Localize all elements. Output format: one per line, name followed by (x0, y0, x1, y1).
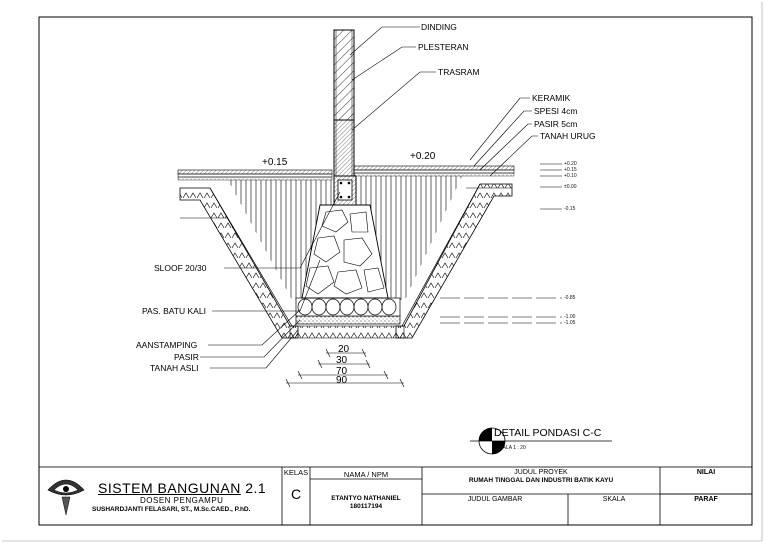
detail-title: DETAIL PONDASI C-C (494, 427, 602, 439)
lecturer-heading: DOSEN PENGAMPU (140, 496, 224, 505)
label-sloof: SLOOF 20/30 (154, 263, 207, 273)
name-heading: NAMA / NPM (343, 470, 389, 479)
detail-scale: SKALA 1 : 20 (496, 445, 526, 451)
excavation-inner-left (209, 187, 293, 327)
scale-heading: SKALA (602, 496, 626, 503)
label-keramik: KERAMIK (532, 93, 571, 103)
label-plesteran: PLESTERAN (418, 42, 469, 52)
ground-right (353, 165, 515, 177)
project-name: RUMAH TINGGAL DAN INDUSTRI BATIK KAYU (468, 477, 614, 484)
level-mark-m015: -0.15 (564, 206, 576, 212)
project-heading: JUDUL PROYEK (514, 469, 568, 476)
level-mark-010: +0.10 (564, 173, 577, 179)
grade-heading: NILAI (696, 469, 716, 476)
title-block (38, 466, 753, 526)
sign-heading: PARAF (694, 496, 718, 503)
level-mark-m085: -0.85 (564, 295, 576, 301)
label-pasir: PASIR (174, 352, 199, 362)
pasir-layer (295, 315, 401, 325)
level-mark-020: +0.20 (564, 161, 577, 167)
level-right-floor: +0.20 (410, 151, 436, 162)
aanstamping-layer (295, 297, 401, 317)
detail-marker (470, 427, 612, 455)
level-mark-m105: -1.05 (564, 320, 576, 326)
course-title: SISTEM BANGUNAN 2.1 (98, 480, 266, 496)
tanah-asli-bottom (289, 325, 405, 339)
dim-30: 30 (336, 355, 348, 366)
class-value: C (290, 486, 302, 502)
dim-90: 90 (336, 375, 348, 386)
lecturer-name: SUSHARDJANTI FELASARI, ST., M.Sc.CAED., … (92, 506, 251, 513)
level-marks (440, 163, 562, 324)
label-tanah-urug: TANAH URUG (540, 131, 596, 141)
drawing-heading: JUDUL GAMBAR (467, 496, 523, 503)
label-batu-kali: PAS. BATU KALI (142, 306, 206, 316)
leader-lines (200, 26, 538, 369)
label-trasram: TRASRAM (438, 67, 480, 77)
level-mark-015: +0.15 (564, 167, 577, 173)
class-heading: KELAS (283, 468, 309, 477)
course-name: SISTEM BANGUNAN (98, 480, 241, 496)
label-tanah-asli: TANAH ASLI (150, 363, 199, 373)
label-dinding: DINDING (421, 22, 457, 32)
label-pasir-5cm: PASIR 5cm (534, 119, 578, 129)
dimension-lines (285, 348, 405, 388)
ground-left (177, 169, 333, 181)
label-aanstamping: AANSTAMPING (136, 340, 198, 350)
student-name: ETANTYO NATHANIEL (331, 495, 401, 502)
level-mark-000: ±0.00 (564, 184, 577, 190)
level-left-floor: +0.15 (262, 157, 288, 168)
dinding (333, 29, 355, 177)
label-spesi: SPESI 4cm (534, 106, 578, 116)
dim-20: 20 (338, 344, 350, 355)
level-mark-m100: -1.00 (564, 314, 576, 320)
student-npm: 180117194 (349, 503, 383, 510)
dim-70: 70 (336, 366, 348, 377)
university-logo (47, 479, 85, 516)
excavation-inner-right (401, 183, 481, 327)
sloof (333, 175, 357, 206)
course-number: 2.1 (245, 480, 267, 496)
